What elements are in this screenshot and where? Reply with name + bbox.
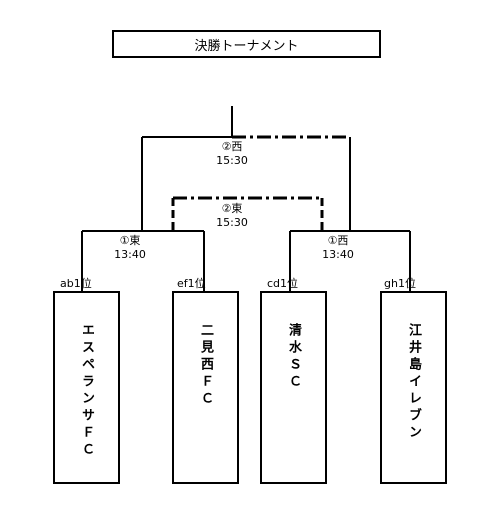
team-seed: gh1位 [384,277,416,290]
team-box: 江井島イレブン [380,291,447,484]
team-box: エスペランサＦＣ [53,291,120,484]
team-seed: ef1位 [177,277,206,290]
team-seed: ab1位 [60,277,92,290]
team-box: 二見西ＦＣ [172,291,239,484]
final-venue: ②西 [221,140,243,153]
third-place-venue: ②東 [221,202,243,215]
final-time: 15:30 [216,154,248,167]
semi-left-time: 13:40 [114,248,146,261]
team-name: 清水ＳＣ [286,323,301,391]
third-place-time: 15:30 [216,216,248,229]
team-box: 清水ＳＣ [260,291,327,484]
tournament-title-text: 決勝トーナメント [194,38,299,54]
semi-right-time: 13:40 [322,248,354,261]
semi-left-venue: ①東 [119,234,141,247]
team-name: エスペランサＦＣ [79,323,94,459]
semi-right-venue: ①西 [327,234,349,247]
team-name: 二見西ＦＣ [198,323,213,408]
team-name: 江井島イレブン [406,323,421,442]
team-seed: cd1位 [267,277,299,290]
tournament-title: 決勝トーナメント [112,30,381,58]
